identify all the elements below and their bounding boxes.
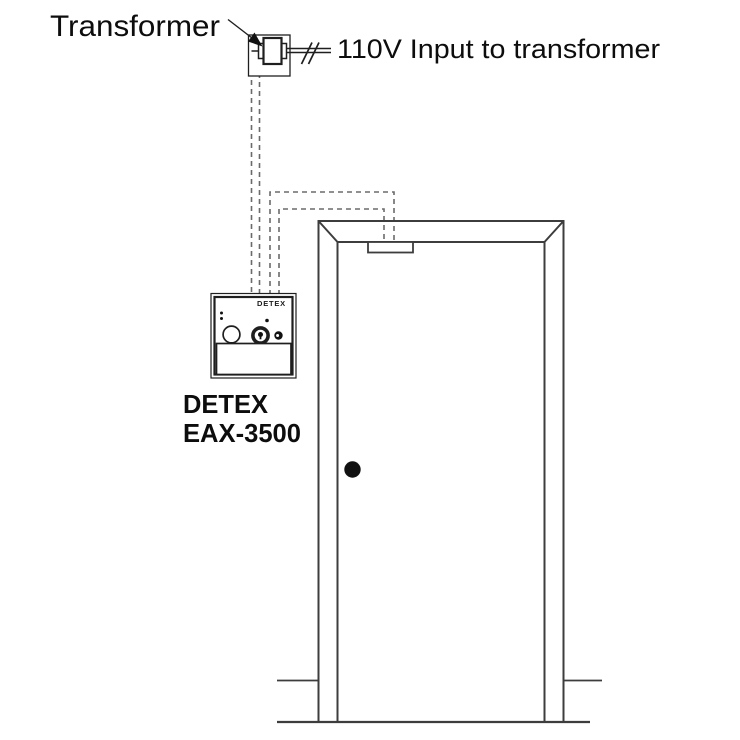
panel-mount-dot-bottom	[220, 317, 223, 320]
door-switch-plate	[367, 241, 414, 254]
battery-compartment	[215, 342, 292, 376]
callout-arrow-line	[227, 18, 253, 39]
door-switch-wire-1	[269, 191, 395, 295]
door-frame-outer	[317, 220, 565, 722]
key-cylinder-keyhole	[258, 332, 263, 337]
transformer-body	[262, 36, 283, 66]
transformer-callout	[227, 18, 263, 47]
reset-nut-center	[276, 334, 280, 337]
transformer-label: Transformer	[50, 10, 220, 43]
detex-alarm-panel: DETEX	[210, 292, 297, 379]
power-input-label: 110V Input to transformer	[337, 34, 660, 64]
door-leaf-edge	[336, 241, 546, 722]
diagram-labels: Transformer 110V Input to transformer DE…	[50, 10, 660, 448]
door-knob	[344, 461, 361, 478]
dashed-wiring-group	[250, 53, 395, 295]
door-group	[277, 220, 602, 724]
door-frame-miter-joints	[317, 220, 565, 243]
device-name-label: DETEX	[183, 391, 268, 419]
key-cylinder-slot	[259, 335, 262, 340]
transformer-assembly	[247, 34, 331, 77]
indicator-dot	[265, 318, 269, 323]
door-switch-wire-2	[278, 208, 385, 295]
panel-logo: DETEX	[257, 299, 286, 308]
callout-arrowhead-icon	[248, 32, 263, 47]
panel-mount-dot-top	[220, 311, 223, 315]
device-model-label: EAX-3500	[183, 420, 301, 448]
wire-break-icon	[300, 42, 320, 65]
